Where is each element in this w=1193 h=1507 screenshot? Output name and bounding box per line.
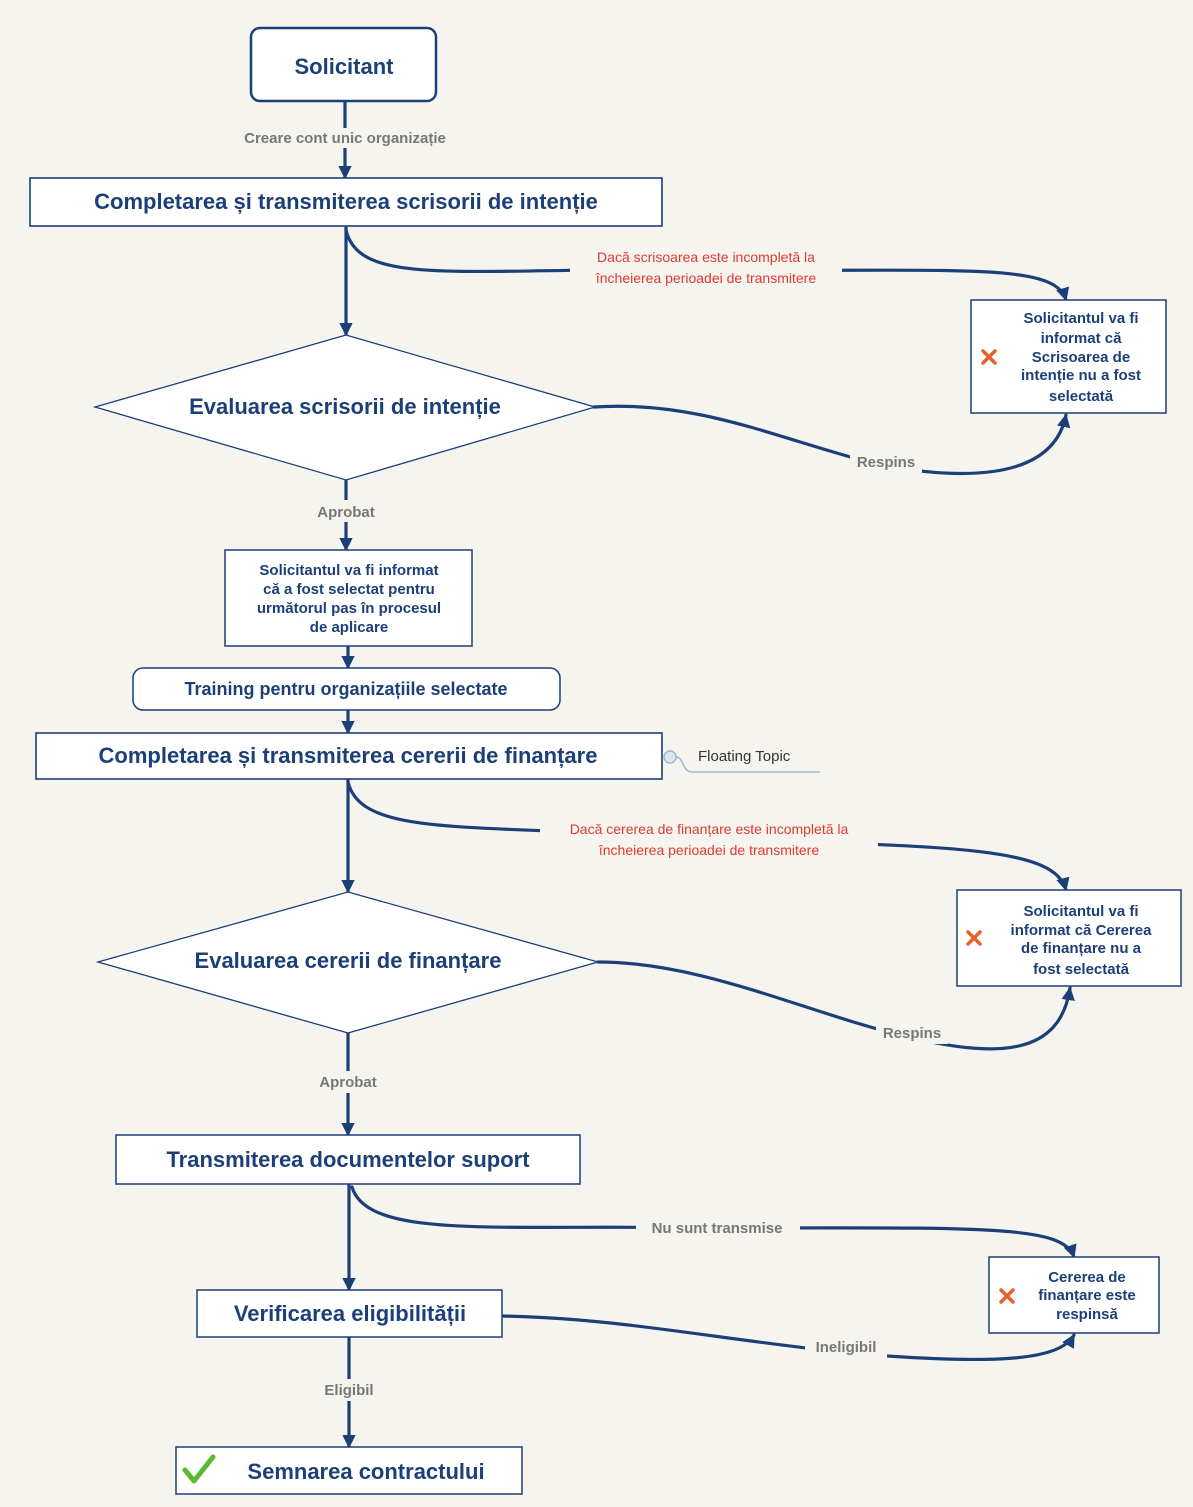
edge-label-loi-incomplete-2: încheierea perioadei de transmitere <box>595 270 816 286</box>
node-selected-info <box>224 549 473 647</box>
edge-ineligible <box>500 1314 1076 1362</box>
node-training <box>132 667 561 711</box>
loi-submit-label: Completarea și transmiterea scrisorii de… <box>94 189 598 214</box>
node-app-eval <box>95 891 601 1034</box>
node-app-submit <box>35 732 663 780</box>
cross-icon <box>966 930 982 946</box>
training-label: Training pentru organizațiile selectate <box>184 679 507 699</box>
edge-label-create-account: Creare cont unic organizație <box>244 130 446 147</box>
app-rejected-line-2: informat că Cererea <box>1011 922 1153 939</box>
node-contract <box>175 1446 523 1495</box>
app-submit-label: Completarea și transmiterea cererii de f… <box>99 743 598 768</box>
app-eval-label: Evaluarea cererii de finanțare <box>195 948 502 973</box>
edge-label-app-rejected: Respins <box>883 1025 941 1042</box>
app-rejected-line-3: de finanțare nu a <box>1021 940 1142 957</box>
loi-eval-label: Evaluarea scrisorii de intenție <box>189 394 501 419</box>
applicant-label: Solicitant <box>294 54 394 79</box>
funding-rejected-line-2: finanțare este <box>1038 1287 1136 1304</box>
node-eligibility <box>196 1289 503 1338</box>
funding-rejected-line-1: Cererea de <box>1048 1269 1126 1286</box>
selected-info-line-1: Solicitantul va fi informat <box>259 562 438 579</box>
node-applicant <box>249 26 438 103</box>
selected-info-line-4: de aplicare <box>310 619 388 636</box>
loi-rejected-line-3: Scrisoarea de <box>1032 349 1130 366</box>
floating-topic: Floating Topic <box>698 748 791 765</box>
edge-label-docs-missing: Nu sunt transmise <box>652 1220 783 1237</box>
node-support-docs <box>115 1134 581 1185</box>
edge-label-app-incomplete-1: Dacă cererea de finanțare este incomplet… <box>570 821 849 837</box>
loi-rejected-line-1: Solicitantul va fi <box>1023 310 1138 327</box>
cross-icon <box>999 1288 1015 1304</box>
eligibility-label: Verificarea eligibilității <box>234 1301 466 1326</box>
edge-label-loi-incomplete-1: Dacă scrisoarea este incompletă la <box>597 249 815 265</box>
node-app-rejected <box>956 889 1182 987</box>
edge-label-ineligible: Ineligibil <box>816 1339 877 1356</box>
loi-rejected-line-2: informat că <box>1041 330 1123 347</box>
loi-rejected-line-5: selectată <box>1049 388 1114 405</box>
edge-label-app-incomplete-2: încheierea perioadei de transmitere <box>598 842 819 858</box>
selected-info-line-3: următorul pas în procesul <box>257 600 441 617</box>
app-rejected-line-4: fost selectată <box>1033 961 1130 978</box>
support-docs-label: Transmiterea documentelor suport <box>166 1147 530 1172</box>
floating-topic-connector <box>663 750 820 773</box>
node-loi-submit <box>29 177 663 227</box>
node-loi-eval <box>92 334 598 481</box>
check-icon <box>182 1454 216 1484</box>
edge-label-loi-rejected: Respins <box>857 454 915 471</box>
edge-label-loi-approved: Aprobat <box>317 504 375 521</box>
node-loi-rejected <box>970 299 1167 414</box>
selected-info-line-2: că a fost selectat pentru <box>263 581 435 598</box>
contract-label: Semnarea contractului <box>247 1459 484 1484</box>
loi-rejected-line-4: intenție nu a fost <box>1021 367 1141 384</box>
cross-icon <box>981 349 997 365</box>
edge-label-app-approved: Aprobat <box>319 1074 377 1091</box>
edge-label-eligible: Eligibil <box>324 1382 373 1399</box>
funding-rejected-line-3: respinsă <box>1056 1306 1118 1323</box>
node-funding-rejected <box>988 1256 1160 1334</box>
edge-loi-rejected <box>592 404 1071 475</box>
app-rejected-line-1: Solicitantul va fi <box>1023 903 1138 920</box>
